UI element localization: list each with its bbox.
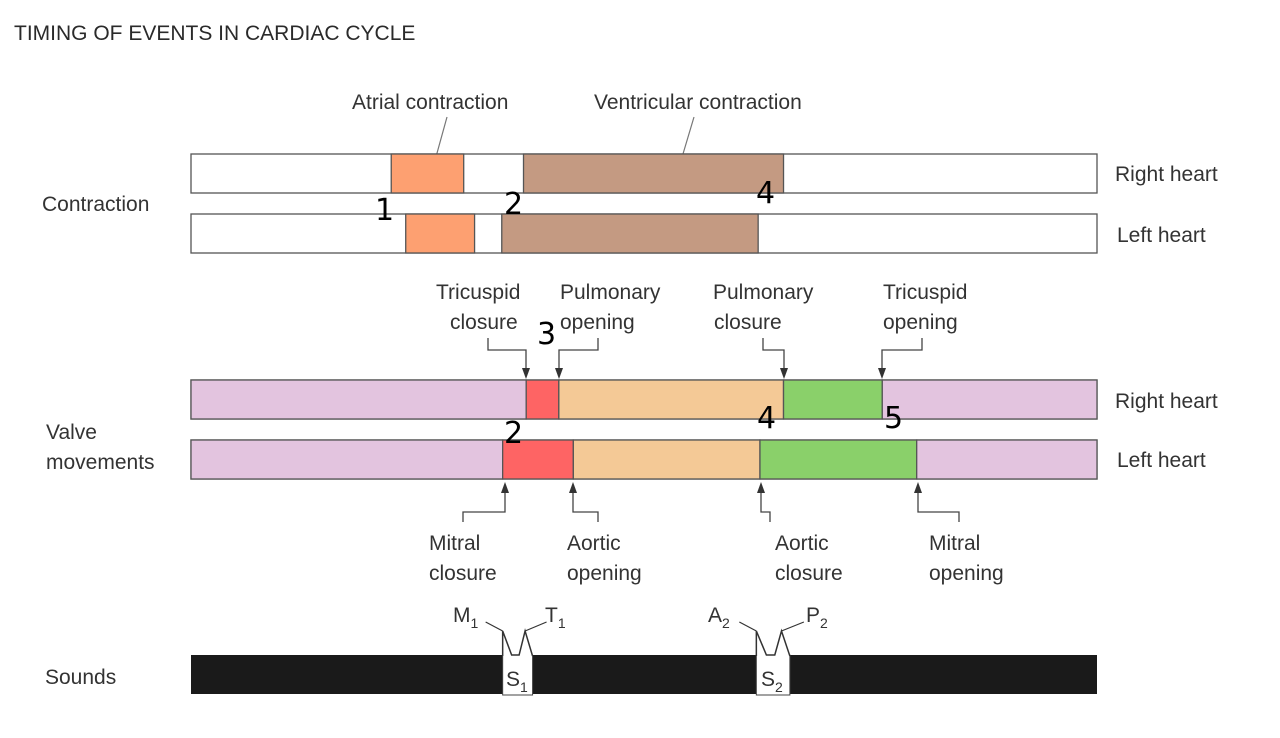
mitral-opening-label-2: opening bbox=[929, 562, 1004, 585]
valve-right-segment-valve_closed bbox=[881, 379, 1098, 420]
pulmonary-opening-arrow bbox=[558, 338, 599, 372]
contraction-right-heart-bar bbox=[190, 153, 1098, 194]
a2-label: A2 bbox=[708, 604, 730, 631]
s1-gap bbox=[502, 654, 534, 696]
aortic-opening-label-1: Aortic bbox=[567, 532, 621, 555]
contraction-left-heart-label: Left heart bbox=[1117, 224, 1206, 247]
contraction-right-segment-ventricular bbox=[522, 153, 785, 194]
mitral-opening-label-1: Mitral bbox=[929, 532, 980, 555]
aortic-closure-label-2: closure bbox=[775, 562, 843, 585]
tricuspid-closure-label-2: closure bbox=[450, 311, 518, 334]
valve-right-segment-relaxation bbox=[782, 379, 883, 420]
t1-label: T1 bbox=[545, 604, 566, 631]
aortic-closure-arrow bbox=[760, 490, 771, 522]
aortic-closure-label-1: Aortic bbox=[775, 532, 829, 555]
left-valve-arrowheads bbox=[501, 482, 922, 493]
valve-left-segment-relaxation bbox=[759, 439, 918, 480]
valve-right-segment-isovolumetric bbox=[525, 379, 560, 420]
aortic-opening-arrow bbox=[572, 490, 599, 522]
valve-row-label-line2: movements bbox=[46, 451, 155, 474]
marker-1: 1 bbox=[375, 193, 394, 228]
mitral-closure-label-1: Mitral bbox=[429, 532, 480, 555]
pulmonary-closure-arrow bbox=[762, 338, 785, 372]
tricuspid-opening-label-2: opening bbox=[883, 311, 958, 334]
s1-waveform bbox=[501, 628, 534, 657]
marker-3: 3 bbox=[537, 317, 556, 352]
mitral-closure-label-2: closure bbox=[429, 562, 497, 585]
s1-label: S1 bbox=[506, 668, 528, 695]
m1-label: M1 bbox=[453, 604, 479, 631]
s2-right-leader bbox=[781, 621, 805, 632]
marker-2-valve: 2 bbox=[504, 416, 523, 451]
sounds-background bbox=[191, 655, 1097, 694]
ventricular-contraction-annotation: Ventricular contraction bbox=[594, 91, 802, 114]
contraction-left-segment-ventricular bbox=[501, 213, 759, 254]
right-valve-arrowheads bbox=[522, 368, 886, 379]
marker-2-contraction: 2 bbox=[504, 187, 523, 222]
valve-left-heart-bar bbox=[190, 439, 1098, 480]
s1-right-leader bbox=[524, 621, 547, 632]
sounds-bar bbox=[191, 621, 1097, 696]
contraction-right-segment-atrial bbox=[390, 153, 465, 194]
valve-right-heart-bar bbox=[190, 379, 1098, 420]
left-valve-arrows bbox=[462, 490, 960, 522]
valve-row-label-line1: Valve bbox=[46, 421, 97, 444]
s2-label: S2 bbox=[761, 668, 783, 695]
valve-right-heart-label: Right heart bbox=[1115, 390, 1218, 413]
tricuspid-closure-label-1: Tricuspid bbox=[436, 281, 520, 304]
aortic-opening-label-2: opening bbox=[567, 562, 642, 585]
contraction-left-segment-atrial bbox=[405, 213, 476, 254]
tricuspid-closure-arrow bbox=[487, 338, 527, 372]
valve-right-segment-ejection bbox=[558, 379, 785, 420]
valve-left-heart-label: Left heart bbox=[1117, 449, 1206, 472]
s2-waveform bbox=[755, 628, 791, 657]
valve-left-segment-valve_closed bbox=[190, 439, 504, 480]
marker-5: 5 bbox=[884, 401, 903, 436]
right-valve-arrows bbox=[487, 338, 923, 372]
pulmonary-opening-label-2: opening bbox=[560, 311, 635, 334]
contraction-row-label: Contraction bbox=[42, 193, 149, 216]
diagram-title: TIMING OF EVENTS IN CARDIAC CYCLE bbox=[14, 22, 415, 45]
marker-4-contraction: 4 bbox=[756, 176, 775, 211]
mitral-opening-arrow bbox=[917, 490, 960, 522]
contraction-right-heart-label: Right heart bbox=[1115, 163, 1218, 186]
atrial-contraction-annotation: Atrial contraction bbox=[352, 91, 508, 114]
valve-right-segment-valve_closed bbox=[190, 379, 527, 420]
tricuspid-opening-arrow bbox=[881, 338, 923, 372]
valve-left-segment-ejection bbox=[572, 439, 761, 480]
tricuspid-opening-label-1: Tricuspid bbox=[883, 281, 967, 304]
pulmonary-opening-label-1: Pulmonary bbox=[560, 281, 661, 304]
sounds-row-label: Sounds bbox=[45, 666, 116, 689]
mitral-closure-arrow bbox=[462, 490, 506, 522]
marker-4-valve: 4 bbox=[757, 401, 776, 436]
s1-left-leader bbox=[485, 621, 503, 632]
valve-left-segment-isovolumetric bbox=[502, 439, 574, 480]
p2-label: P2 bbox=[806, 604, 828, 631]
valve-left-segment-valve_closed bbox=[916, 439, 1098, 480]
pulmonary-closure-label-2: closure bbox=[714, 311, 782, 334]
pulmonary-closure-label-1: Pulmonary bbox=[713, 281, 814, 304]
s2-gap bbox=[755, 654, 791, 696]
s2-left-leader bbox=[739, 621, 757, 632]
contraction-left-heart-bar bbox=[190, 213, 1098, 254]
